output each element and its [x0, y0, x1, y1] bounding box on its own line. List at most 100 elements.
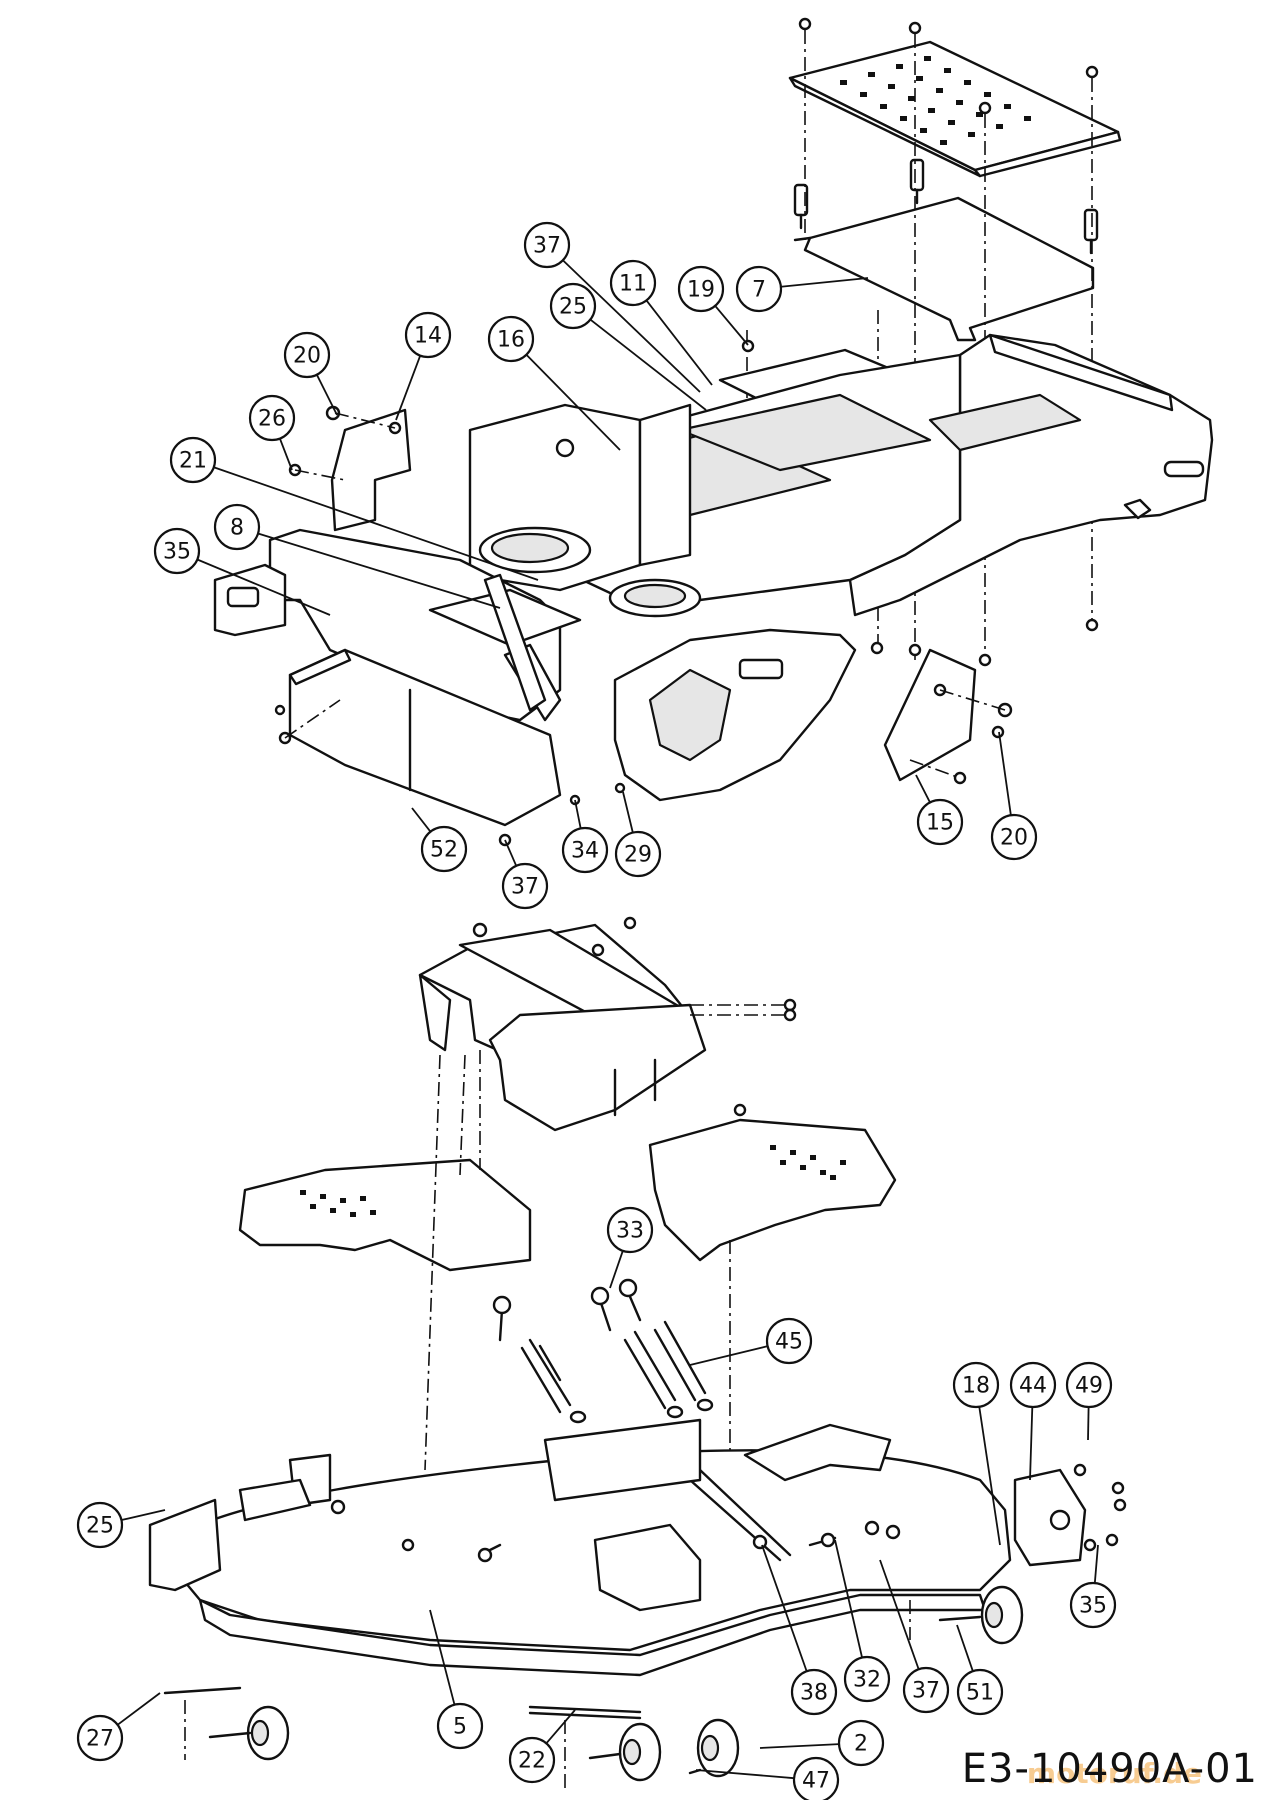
callout-number: 20 [1000, 826, 1028, 851]
callout-leader-16 [915, 774, 931, 803]
callout-25: 25 [549, 282, 597, 330]
callout-number: 21 [179, 449, 207, 474]
callout-27: 27 [76, 1714, 124, 1762]
callout-circle [952, 1361, 1000, 1409]
callout-number: 29 [624, 843, 652, 868]
mower-deck [148, 1418, 1127, 1720]
callout-circle [76, 1714, 124, 1762]
callout-circle [956, 1668, 1004, 1716]
callout-circle [790, 1668, 838, 1716]
drawing-code: E3-10490A-01 [961, 1746, 1258, 1792]
callout-circle [523, 221, 571, 269]
callout-number: 20 [293, 344, 321, 369]
cover-hardware [472, 916, 797, 1117]
side-bracket-right [883, 648, 977, 782]
shield-plate [793, 196, 1095, 342]
callout-number: 35 [163, 540, 191, 565]
callout-leader-20 [978, 1406, 1001, 1546]
callout-circle [1069, 1581, 1117, 1629]
callout-leader-30 [117, 1692, 161, 1726]
callout-49: 49 [1065, 1361, 1113, 1409]
callout-circle [501, 862, 549, 910]
callout-leader-21 [1029, 1406, 1034, 1481]
callout-leader-27 [834, 1539, 863, 1658]
callout-circle [677, 265, 725, 313]
callout-number: 45 [775, 1330, 803, 1355]
front-bumper [288, 648, 562, 827]
callout-35: 35 [153, 527, 201, 575]
callout-number: 37 [912, 1679, 940, 1704]
frame-dash-lines [284, 412, 1006, 779]
callout-number: 25 [559, 295, 587, 320]
callout-33: 33 [606, 1206, 654, 1254]
callout-15: 15 [916, 798, 964, 846]
callout-35: 35 [1069, 1581, 1117, 1629]
upper-belt-cover [418, 923, 707, 1132]
callout-leader-19 [689, 1345, 768, 1366]
callout-number: 34 [571, 839, 599, 864]
callout-8: 8 [213, 503, 261, 551]
callout-number: 2 [854, 1732, 868, 1757]
callout-number: 5 [453, 1715, 467, 1740]
callout-52: 52 [420, 825, 468, 873]
callout-leader-3 [780, 277, 869, 288]
callout-44: 44 [1009, 1361, 1057, 1409]
callout-circle [153, 527, 201, 575]
callout-20: 20 [990, 813, 1038, 861]
callout-leader-10 [257, 532, 501, 609]
callout-7: 7 [735, 265, 783, 313]
foot-plate [788, 40, 1122, 178]
callout-circle [609, 259, 657, 307]
callout-number: 37 [511, 875, 539, 900]
callout-number: 35 [1079, 1594, 1107, 1619]
callout-circle [916, 798, 964, 846]
callout-circle [990, 813, 1038, 861]
callout-circle [735, 265, 783, 313]
callout-number: 49 [1075, 1374, 1103, 1399]
callout-number: 47 [802, 1769, 830, 1794]
callout-leader-1 [645, 299, 713, 386]
callout-leader-28 [879, 1559, 920, 1670]
callout-leader-18 [609, 1250, 624, 1289]
callout-number: 7 [752, 278, 766, 303]
callout-leader-5 [525, 354, 621, 451]
gauge-wheels [163, 1585, 1024, 1790]
callout-18: 18 [952, 1361, 1000, 1409]
callout-leader-7 [316, 374, 338, 416]
callout-circle [549, 282, 597, 330]
lift-springs [492, 1278, 714, 1424]
callout-circle [420, 825, 468, 873]
callout-circle [614, 830, 662, 878]
callout-leader-33 [695, 1769, 795, 1780]
callout-leader-4 [589, 318, 707, 411]
callout-number: 32 [853, 1668, 881, 1693]
callout-circle [1065, 1361, 1113, 1409]
callout-5: 5 [436, 1702, 484, 1750]
callout-circle [792, 1756, 840, 1800]
callout-circle [436, 1702, 484, 1750]
callout-51: 51 [956, 1668, 1004, 1716]
footrest-left [238, 1158, 532, 1272]
callout-leader-11 [196, 558, 331, 616]
main-frame [213, 333, 1214, 802]
callout-38: 38 [790, 1668, 838, 1716]
callout-circle [561, 826, 609, 874]
callout-number: 52 [430, 838, 458, 863]
callout-leader-17 [998, 731, 1012, 816]
callout-circle [606, 1206, 654, 1254]
callout-11: 11 [609, 259, 657, 307]
callout-number: 18 [962, 1374, 990, 1399]
callout-number: 22 [518, 1749, 546, 1774]
callout-leader-29 [956, 1624, 974, 1672]
callout-16: 16 [487, 315, 535, 363]
callout-number: 44 [1019, 1374, 1047, 1399]
callout-leader-8 [279, 438, 293, 471]
callout-number: 19 [687, 278, 715, 303]
callout-32: 32 [843, 1655, 891, 1703]
callout-circle [837, 1719, 885, 1767]
callout-leader-12 [411, 807, 432, 833]
callout-circle [508, 1736, 556, 1784]
callout-leader-25 [429, 1609, 456, 1705]
callout-leader-15 [622, 791, 634, 833]
